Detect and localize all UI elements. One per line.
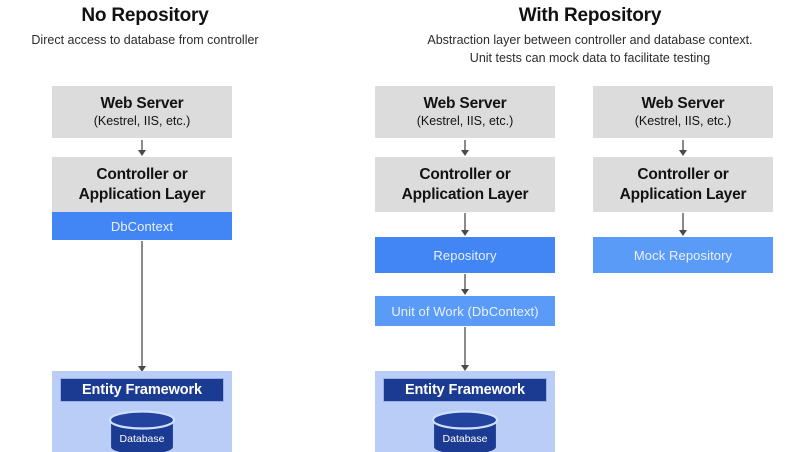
- col2-entity-framework-label: Entity Framework: [404, 382, 526, 398]
- right-column-header: With Repository Abstraction layer betwee…: [380, 5, 800, 67]
- col1-web-server-subtitle: (Kestrel, IIS, etc.): [93, 114, 191, 129]
- col2-controller-box: Controller or Application Layer: [375, 157, 555, 212]
- col2-controller-title-line2: Application Layer: [401, 185, 529, 203]
- col1-controller-title-line1: Controller or: [96, 166, 188, 184]
- col2-web-server-subtitle: (Kestrel, IIS, etc.): [416, 114, 514, 129]
- database-icon: [108, 410, 176, 452]
- col1-arrow-webserver-to-controller: [138, 140, 146, 156]
- col2-repository-label: Repository: [433, 247, 497, 263]
- right-column-subtitle-line1: Abstraction layer between controller and…: [427, 32, 753, 47]
- right-column-title: With Repository: [518, 5, 662, 26]
- col3-controller-box: Controller or Application Layer: [593, 157, 773, 212]
- col1-controller-title-line2: Application Layer: [78, 185, 206, 203]
- col2-database-cylinder: Database: [430, 409, 500, 452]
- col2-arrow-controller-to-repository: [461, 213, 469, 237]
- col2-controller-title-line1: Controller or: [419, 166, 511, 184]
- col3-mock-repository-label: Mock Repository: [633, 247, 733, 263]
- right-column-subtitle-line2: Unit tests can mock data to facilitate t…: [469, 50, 711, 65]
- col1-dbcontext-box: DbContext: [52, 212, 232, 240]
- col2-web-server-title: Web Server: [423, 94, 507, 112]
- col1-web-server-box: Web Server (Kestrel, IIS, etc.): [52, 86, 232, 138]
- col3-mock-repository-box: Mock Repository: [593, 237, 773, 273]
- col3-web-server-title: Web Server: [641, 94, 725, 112]
- col1-entity-framework-label: Entity Framework: [81, 382, 203, 398]
- left-column-subtitle: Direct access to database from controlle…: [31, 32, 259, 47]
- col1-controller-box: Controller or Application Layer: [52, 157, 232, 212]
- col2-unit-of-work-label: Unit of Work (DbContext): [391, 303, 539, 319]
- col2-repository-box: Repository: [375, 237, 555, 273]
- col3-web-server-box: Web Server (Kestrel, IIS, etc.): [593, 86, 773, 138]
- col3-controller-title-line2: Application Layer: [619, 185, 747, 203]
- col1-web-server-title: Web Server: [100, 94, 184, 112]
- col2-entity-framework-bar: Entity Framework: [383, 378, 547, 402]
- col2-unit-of-work-box: Unit of Work (DbContext): [375, 296, 555, 326]
- col1-entity-framework-panel: Entity Framework Database: [52, 371, 232, 452]
- left-column-header: No Repository Direct access to database …: [0, 5, 290, 49]
- col2-web-server-box: Web Server (Kestrel, IIS, etc.): [375, 86, 555, 138]
- col1-arrow-dbcontext-to-ef: [138, 241, 146, 373]
- col3-arrow-controller-to-mockrepository: [679, 213, 687, 237]
- col1-database-cylinder: Database: [107, 409, 177, 452]
- left-column-title: No Repository: [81, 5, 209, 26]
- col2-arrow-webserver-to-controller: [461, 140, 469, 156]
- col2-arrow-unitofwork-to-ef: [461, 327, 469, 372]
- col3-web-server-subtitle: (Kestrel, IIS, etc.): [634, 114, 732, 129]
- col2-entity-framework-panel: Entity Framework Database: [375, 371, 555, 452]
- database-icon: [431, 410, 499, 452]
- col1-entity-framework-bar: Entity Framework: [60, 378, 224, 402]
- col3-controller-title-line1: Controller or: [637, 166, 729, 184]
- col1-dbcontext-label: DbContext: [110, 218, 174, 234]
- col2-arrow-repository-to-unitofwork: [461, 274, 469, 296]
- col3-arrow-webserver-to-controller: [679, 140, 687, 156]
